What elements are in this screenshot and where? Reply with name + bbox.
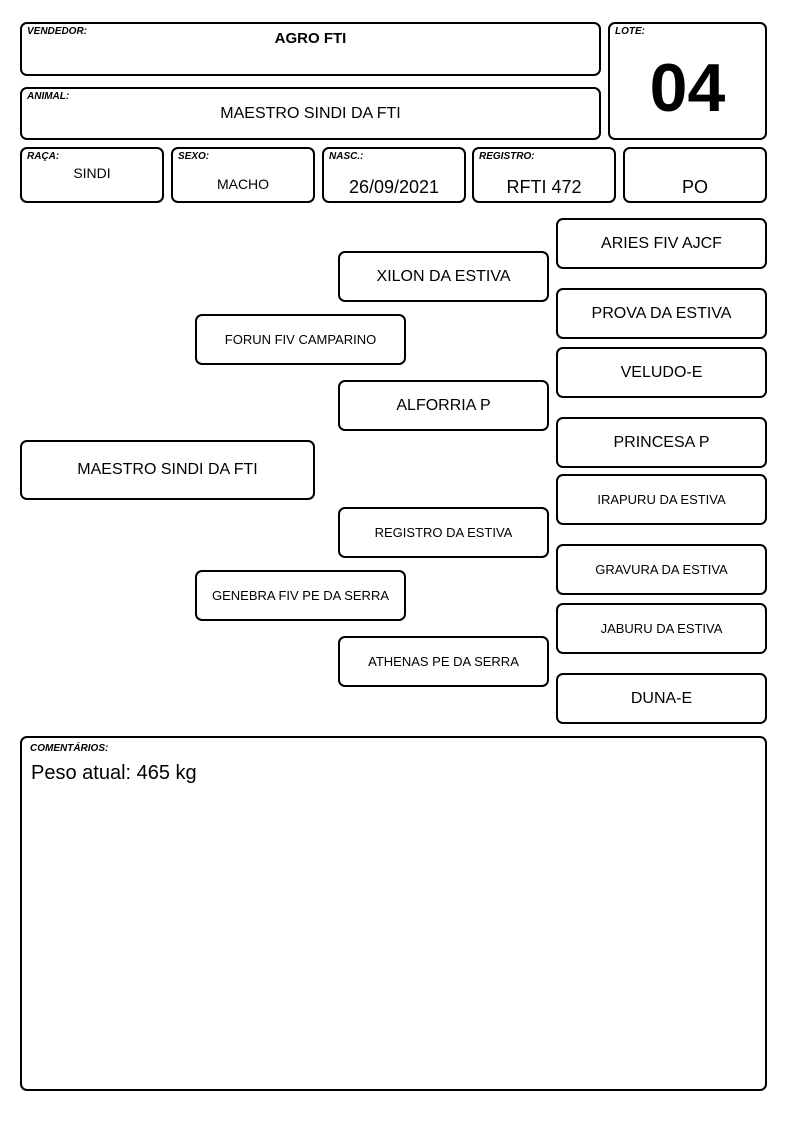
animal-label: ANIMAL: (27, 91, 70, 102)
sexo-box: SEXO: MACHO (171, 147, 315, 203)
sexo-label: SEXO: (178, 151, 210, 162)
registro-box: REGISTRO: RFTI 472 (472, 147, 616, 203)
pedigree-great-grandparent: PRINCESA P (556, 417, 767, 468)
pedigree-maternal-granddam: ATHENAS PE DA SERRA (338, 636, 549, 687)
registro-label: REGISTRO: (479, 151, 535, 162)
pedigree-maternal-grandsire: REGISTRO DA ESTIVA (338, 507, 549, 558)
pedigree-paternal-granddam: ALFORRIA P (338, 380, 549, 431)
raca-box: RAÇA: SINDI (20, 147, 164, 203)
raca-value: SINDI (73, 165, 111, 181)
pedigree-great-grandparent: PROVA DA ESTIVA (556, 288, 767, 339)
comentarios-text: Peso atual: 465 kg (31, 762, 197, 784)
pedigree-great-grandparent: DUNA-E (556, 673, 767, 724)
pedigree-paternal-grandsire: XILON DA ESTIVA (338, 251, 549, 302)
lote-label: LOTE: (615, 26, 645, 37)
vendedor-value: AGRO FTI (274, 30, 347, 47)
pedigree-great-grandparent: IRAPURU DA ESTIVA (556, 474, 767, 525)
lote-box: LOTE: 04 (608, 22, 767, 140)
nasc-value: 26/09/2021 (348, 177, 440, 197)
tipo-value: PO (681, 177, 708, 197)
tipo-box: PO (623, 147, 767, 203)
registro-value: RFTI 472 (506, 177, 582, 197)
pedigree-dam: GENEBRA FIV PE DA SERRA (195, 570, 406, 621)
pedigree-sire: FORUN FIV CAMPARINO (195, 314, 406, 365)
pedigree-great-grandparent: VELUDO-E (556, 347, 767, 398)
raca-label: RAÇA: (27, 151, 60, 162)
vendedor-label: VENDEDOR: (27, 26, 88, 37)
animal-box: ANIMAL: MAESTRO SINDI DA FTI (20, 87, 601, 140)
pedigree-animal: MAESTRO SINDI DA FTI (20, 440, 315, 500)
sexo-value: MACHO (216, 176, 270, 192)
pedigree-great-grandparent: ARIES FIV AJCF (556, 218, 767, 269)
nasc-label: NASC.: (329, 151, 364, 162)
lote-value: 04 (649, 50, 726, 126)
pedigree-great-grandparent: JABURU DA ESTIVA (556, 603, 767, 654)
comentarios-label: COMENTÁRIOS: (30, 743, 109, 754)
vendedor-box: VENDEDOR: AGRO FTI (20, 22, 601, 76)
nasc-box: NASC.: 26/09/2021 (322, 147, 466, 203)
comentarios-box: COMENTÁRIOS: Peso atual: 465 kg (20, 736, 767, 1091)
pedigree-great-grandparent: GRAVURA DA ESTIVA (556, 544, 767, 595)
animal-value: MAESTRO SINDI DA FTI (220, 105, 401, 122)
